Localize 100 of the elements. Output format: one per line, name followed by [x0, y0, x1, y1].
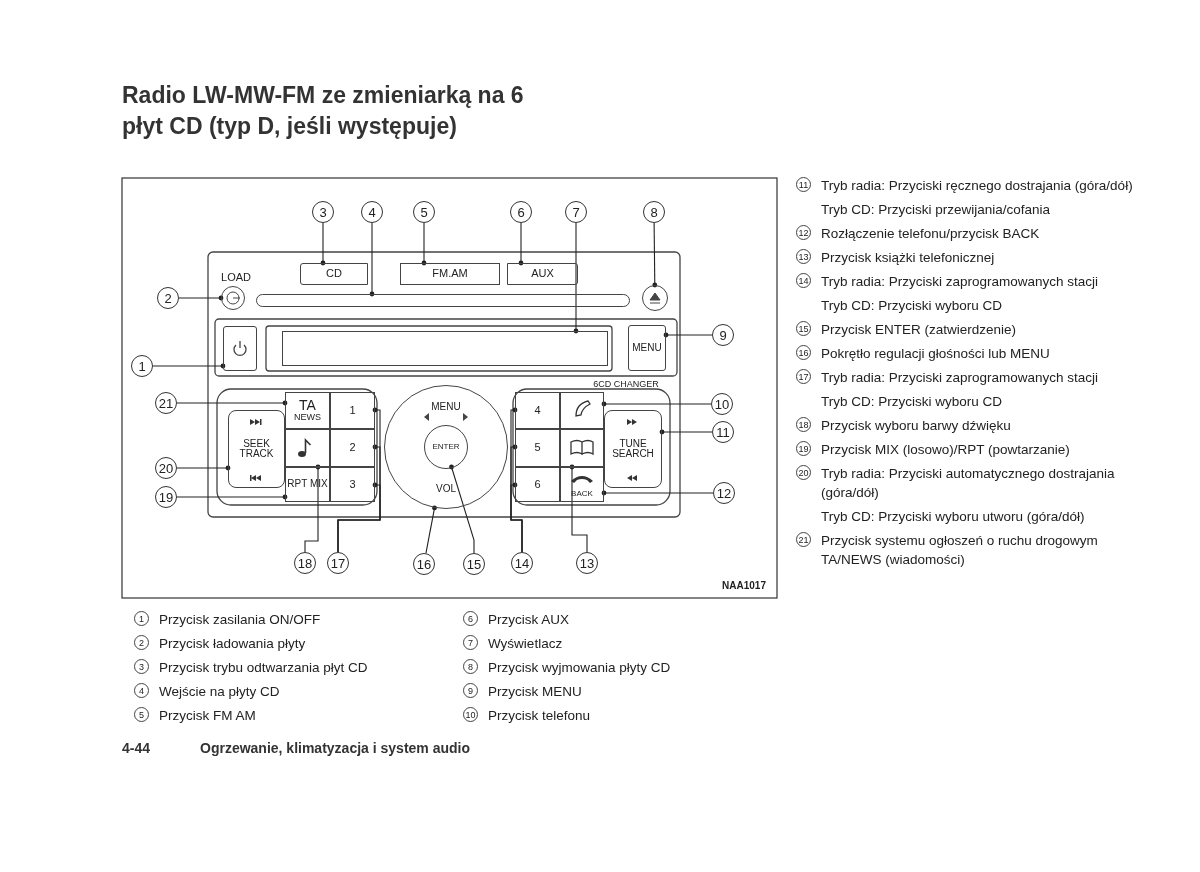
section-title: Ogrzewanie, klimatyzacja i system audio: [200, 740, 470, 756]
leader-line: [304, 464, 321, 553]
leader-line: [421, 222, 427, 266]
description-text: Tryb CD: Przyciski wyboru utworu (góra/dół): [821, 508, 1086, 526]
figure-code: NAA1017: [722, 580, 766, 592]
description-text: Przycisk MENU: [488, 683, 583, 701]
leader-line: [601, 401, 712, 407]
radio-button: [515, 429, 560, 467]
radio-button: [400, 263, 500, 285]
description-text: Tryb radia: Przyciski automatycznego dostrajania (góra/dół): [821, 465, 1116, 502]
button-label: 4: [534, 404, 541, 417]
callout-number: 10: [711, 393, 733, 415]
description-text: Tryb CD: Przyciski wyboru CD: [821, 393, 1004, 411]
callout-number: 4: [361, 201, 383, 223]
radio-button: [285, 392, 330, 429]
description-text: Tryb radia: Przyciski zaprogramowanych stacji: [821, 273, 1100, 291]
leader-line: [176, 465, 231, 471]
callout-number: 2: [157, 287, 179, 309]
description-text: Tryb CD: Przyciski wyboru CD: [821, 297, 1004, 315]
page-title: Radio LW-MW-FM ze zmieniarką na 6 płyt CD (typ D, jeśli występuje): [122, 81, 525, 141]
callout-number: 17: [327, 552, 349, 574]
page-number: 4-44: [122, 740, 151, 756]
description-text: Przycisk książki telefonicznej: [821, 249, 996, 267]
leader-line: [573, 222, 579, 334]
leader-line: [178, 295, 224, 301]
button-label: AUX: [531, 268, 554, 280]
callout-number: 14: [511, 552, 533, 574]
description-text: Przycisk wyjmowania płyty CD: [488, 659, 672, 677]
button-label: MENU: [632, 342, 662, 354]
callout-number: 21: [155, 392, 177, 414]
button-label: 5: [534, 442, 541, 454]
radio-button: [330, 392, 375, 429]
description-text: Tryb CD: Przyciski przewijania/cofania: [821, 201, 1052, 219]
button-label: NEWS: [294, 413, 321, 423]
button-label: SEEK TRACK: [238, 438, 275, 460]
radio-button: [507, 263, 578, 285]
leader-line: [601, 490, 714, 496]
leader-line: [425, 505, 437, 554]
button-label: 2: [349, 442, 356, 454]
description-text: Przycisk ładowania płyty: [159, 635, 307, 653]
radio-button: [330, 467, 375, 502]
description-text: Przycisk zasilania ON/OFF: [159, 611, 322, 629]
radio-button: [285, 467, 330, 502]
leader-line: [176, 494, 288, 500]
callout-number: 5: [413, 201, 435, 223]
display-screen: [282, 331, 608, 366]
callout-number: 3: [312, 201, 334, 223]
radio-button: [285, 429, 330, 467]
callout-number: 6: [510, 201, 532, 223]
leader-line: [320, 222, 326, 266]
callout-number: 7: [565, 201, 587, 223]
description-text: Wejście na płyty CD: [159, 683, 281, 701]
description-text: Rozłączenie telefonu/przycisk BACK: [821, 225, 1041, 243]
power-button: [223, 326, 257, 371]
radio-button: [515, 392, 560, 429]
callout-number: 18: [294, 552, 316, 574]
button-label: RPT MIX: [287, 479, 328, 490]
button-label: TUNE SEARCH: [611, 438, 655, 460]
callout-number: 20: [155, 457, 177, 479]
description-text: Wyświetlacz: [488, 635, 564, 653]
radio-button: [628, 325, 666, 371]
leader-line: [337, 482, 381, 553]
callout-number: 8: [643, 201, 665, 223]
description-text: Przycisk FM AM: [159, 707, 257, 725]
callout-number: 15: [463, 553, 485, 575]
button-label: 6: [534, 478, 541, 491]
description-text: Tryb radia: Przyciski zaprogramowanych stacji: [821, 369, 1100, 387]
description-text: Przycisk ENTER (zatwierdzenie): [821, 321, 1018, 339]
button-label: TA: [299, 398, 316, 414]
leader-line: [449, 464, 475, 554]
leader-line: [152, 363, 226, 369]
radio-button: [560, 429, 604, 467]
button-label: 3: [349, 478, 356, 491]
leader-line: [510, 482, 523, 553]
description-text: Pokrętło regulacji głośności lub MENU: [821, 345, 1051, 363]
description-text: Tryb radia: Przyciski ręcznego dostrajania (góra/dół): [821, 177, 1134, 195]
button-label: 1: [349, 404, 356, 417]
description-text: Przycisk wyboru barwy dźwięku: [821, 417, 1012, 435]
callout-number: 13: [576, 552, 598, 574]
leader-line: [663, 332, 713, 338]
callout-number: 11: [712, 421, 734, 443]
callout-number: 19: [155, 486, 177, 508]
description-text: Przycisk AUX: [488, 611, 570, 629]
leader-line: [176, 400, 288, 406]
knob-label: VOL: [436, 483, 456, 494]
description-text: Przycisk telefonu: [488, 707, 592, 725]
leader-line: [369, 222, 375, 297]
radio-button: [300, 263, 368, 285]
radio-button: [515, 467, 560, 502]
radio-button: [560, 467, 604, 502]
radio-button: [228, 410, 285, 488]
button-label: ENTER: [432, 442, 460, 452]
leader-line: [518, 222, 524, 266]
leader-line: [569, 464, 588, 553]
button-label: FM.AM: [432, 268, 468, 280]
callout-number: 1: [131, 355, 153, 377]
panel-label: 6CD CHANGER: [593, 380, 659, 390]
radio-button: [330, 429, 375, 467]
leader-line: [659, 429, 713, 435]
callout-number: 12: [713, 482, 735, 504]
